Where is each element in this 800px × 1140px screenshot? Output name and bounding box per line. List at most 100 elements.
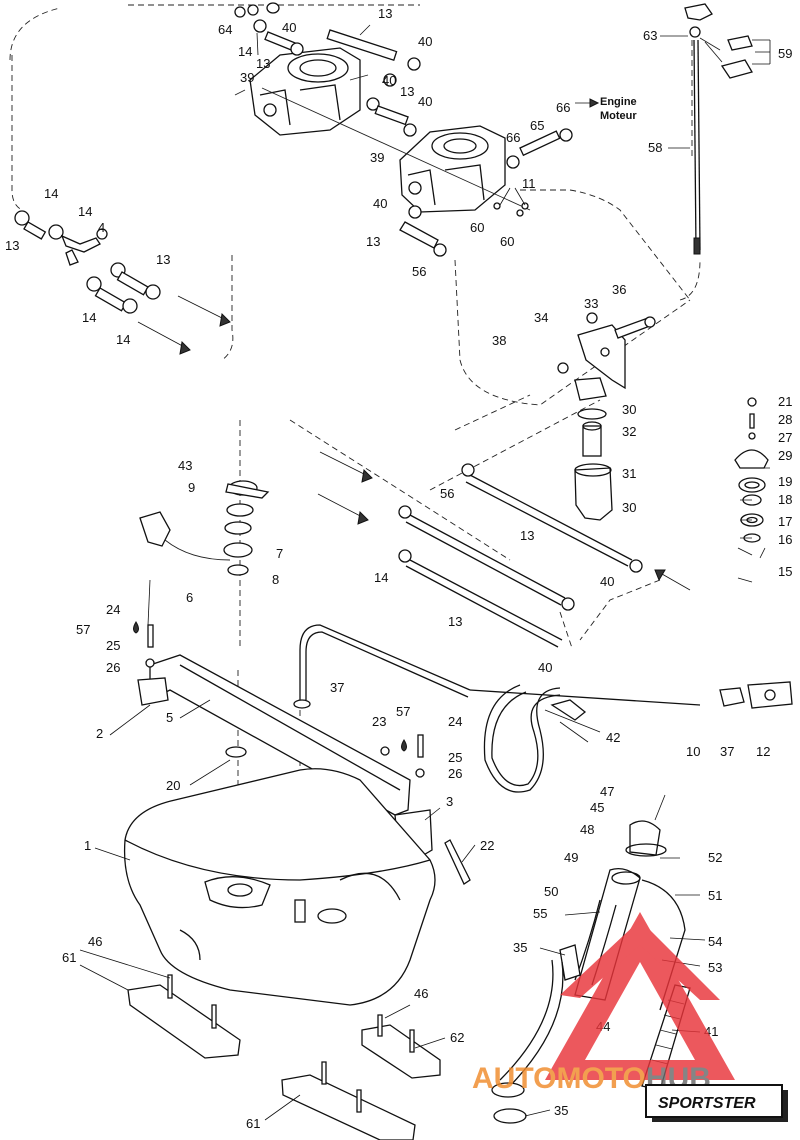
callout: 22 bbox=[480, 838, 494, 853]
throttle-cable bbox=[261, 87, 531, 211]
fuel-gauge-sender-assembly bbox=[684, 3, 753, 255]
callout: 13 bbox=[156, 252, 170, 267]
callout: 25 bbox=[448, 750, 462, 765]
callout: 12 bbox=[756, 744, 770, 759]
callout: 13 bbox=[5, 238, 19, 253]
callout: 13 bbox=[366, 234, 380, 249]
callout: 61 bbox=[62, 950, 76, 965]
callout: 5 bbox=[166, 710, 173, 725]
callout: 14 bbox=[44, 186, 58, 201]
watermark-triangle-icon bbox=[545, 912, 735, 1080]
callout: 39 bbox=[370, 150, 384, 165]
callout: 60 bbox=[470, 220, 484, 235]
left-hose-fittings bbox=[14, 210, 161, 314]
callout: 43 bbox=[178, 458, 192, 473]
callout: 13 bbox=[400, 84, 414, 99]
callout: 52 bbox=[708, 850, 722, 865]
fuel-tank bbox=[123, 768, 436, 1006]
callout: 57 bbox=[396, 704, 410, 719]
carburetor-lower bbox=[399, 125, 506, 213]
callout: 37 bbox=[720, 744, 734, 759]
callout: 62 bbox=[450, 1030, 464, 1045]
callout: 13 bbox=[256, 56, 270, 71]
callout: 36 bbox=[612, 282, 626, 297]
callout: 49 bbox=[564, 850, 578, 865]
callout: 63 bbox=[643, 28, 657, 43]
callout: 61 bbox=[246, 1116, 260, 1131]
callout: 38 bbox=[492, 333, 506, 348]
callout: 64 bbox=[218, 22, 232, 37]
callout: 66 bbox=[506, 130, 520, 145]
callout: 42 bbox=[606, 730, 620, 745]
callout: 11 bbox=[522, 176, 536, 191]
callout: 34 bbox=[534, 310, 548, 325]
callout: 30 bbox=[622, 402, 636, 417]
callout: 16 bbox=[778, 532, 792, 547]
callout: 2 bbox=[96, 726, 103, 741]
callout: 48 bbox=[580, 822, 594, 837]
callout: 7 bbox=[276, 546, 283, 561]
callout: 20 bbox=[166, 778, 180, 793]
callout: 65 bbox=[530, 118, 544, 133]
callout-labels: 13 64 14 13 40 40 39 40 13 40 66 65 66 6… bbox=[5, 6, 792, 1131]
callout: 35 bbox=[554, 1103, 568, 1118]
callout: 53 bbox=[708, 960, 722, 975]
callout: 25 bbox=[106, 638, 120, 653]
callout: 45 bbox=[590, 800, 604, 815]
adhesive-drop-icon bbox=[401, 739, 407, 752]
callout: 40 bbox=[382, 73, 396, 88]
callout: 40 bbox=[418, 34, 432, 49]
callout: 13 bbox=[448, 614, 462, 629]
callout: 10 bbox=[686, 744, 700, 759]
callout: 13 bbox=[378, 6, 392, 21]
callout: 27 bbox=[778, 430, 792, 445]
model-badge-text: SPORTSTER bbox=[658, 1095, 756, 1112]
callout: 60 bbox=[500, 234, 514, 249]
callout: 39 bbox=[240, 70, 254, 85]
callout: 3 bbox=[446, 794, 453, 809]
callout: 59 bbox=[778, 46, 792, 61]
callout: 32 bbox=[622, 424, 636, 439]
callout: 14 bbox=[374, 570, 388, 585]
callout: 18 bbox=[778, 492, 792, 507]
callout: 24 bbox=[448, 714, 462, 729]
callout: 9 bbox=[188, 480, 195, 495]
callout: 46 bbox=[414, 986, 428, 1001]
callout: 35 bbox=[513, 940, 527, 955]
callout: 26 bbox=[106, 660, 120, 675]
callout: 23 bbox=[372, 714, 386, 729]
callout: 37 bbox=[330, 680, 344, 695]
callout: 54 bbox=[708, 934, 722, 949]
engine-label-en: Engine bbox=[600, 96, 637, 108]
callout: 56 bbox=[440, 486, 454, 501]
vent-valve-stack bbox=[734, 397, 769, 543]
callout: 33 bbox=[584, 296, 598, 311]
callout: 19 bbox=[778, 474, 792, 489]
callout: 24 bbox=[106, 602, 120, 617]
callout: 46 bbox=[88, 934, 102, 949]
callout: 29 bbox=[778, 448, 792, 463]
flow-arrows bbox=[137, 98, 691, 591]
leader-lines bbox=[79, 24, 771, 1121]
tank-supports bbox=[127, 974, 441, 1140]
callout: 51 bbox=[708, 888, 722, 903]
callout: 40 bbox=[538, 660, 552, 675]
callout: 14 bbox=[82, 310, 96, 325]
upper-fittings bbox=[234, 2, 573, 257]
callout: 14 bbox=[78, 204, 92, 219]
callout: 40 bbox=[418, 94, 432, 109]
model-badge: SPORTSTER bbox=[645, 1084, 788, 1122]
vent-hose-coil bbox=[469, 681, 793, 793]
callout: 17 bbox=[778, 514, 792, 529]
callout: 58 bbox=[648, 140, 662, 155]
callout: 4 bbox=[98, 220, 105, 235]
callout: 14 bbox=[116, 332, 130, 347]
carburetor-upper bbox=[234, 47, 369, 136]
pickup-tube bbox=[293, 624, 471, 709]
callout: 40 bbox=[373, 196, 387, 211]
engine-label-fr: Moteur bbox=[600, 110, 637, 122]
callout: 57 bbox=[76, 622, 90, 637]
callout: 6 bbox=[186, 590, 193, 605]
